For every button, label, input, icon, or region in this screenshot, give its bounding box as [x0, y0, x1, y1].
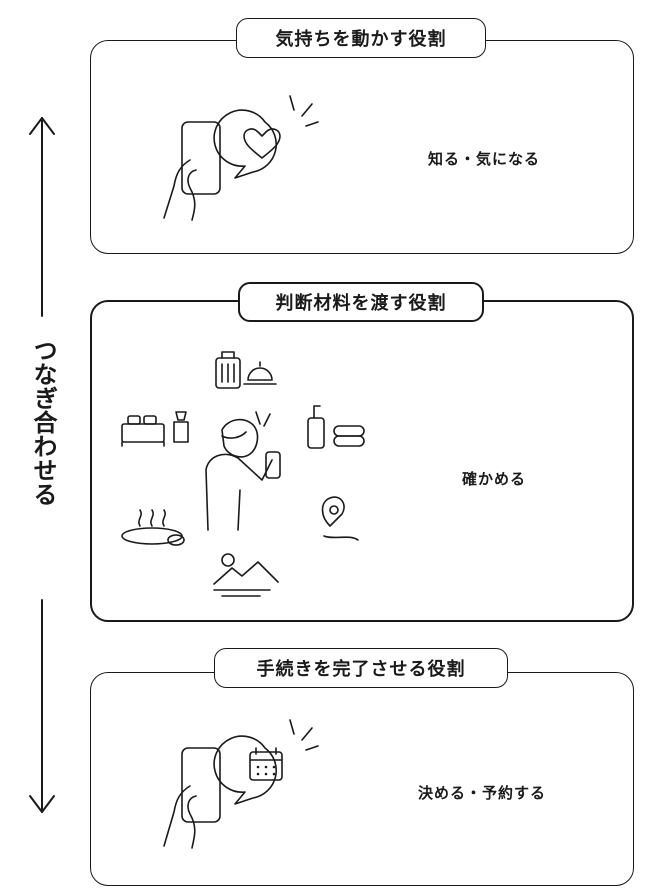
- bell-icon: [243, 361, 277, 385]
- landscape-icon: [213, 553, 279, 597]
- section-emotion-caption: 知る・気になる: [428, 150, 541, 168]
- side-label: つなぎ合わせる: [29, 338, 57, 506]
- toiletries-icon: [307, 405, 365, 449]
- bed-icon: [121, 411, 189, 447]
- phone-calendar-icon: [163, 719, 319, 849]
- person-with-phone-illustration: [121, 351, 365, 597]
- map-pin-icon: [321, 496, 359, 541]
- phone-heart-icon: [163, 95, 319, 221]
- section-decision-caption: 確かめる: [462, 470, 527, 488]
- section-emotion: [90, 40, 634, 254]
- hot-spring-icon: [121, 509, 185, 546]
- person-icon: [205, 411, 281, 531]
- section-booking-title: 手続きを完了させる役割: [214, 648, 508, 688]
- section-emotion-title: 気持ちを動かす役割: [236, 18, 486, 58]
- section-decision-title: 判断材料を渡す役割: [238, 282, 484, 322]
- suitcase-icon: [215, 351, 241, 389]
- section-booking-caption: 決める・予約する: [418, 784, 547, 802]
- section-decision: [90, 300, 634, 622]
